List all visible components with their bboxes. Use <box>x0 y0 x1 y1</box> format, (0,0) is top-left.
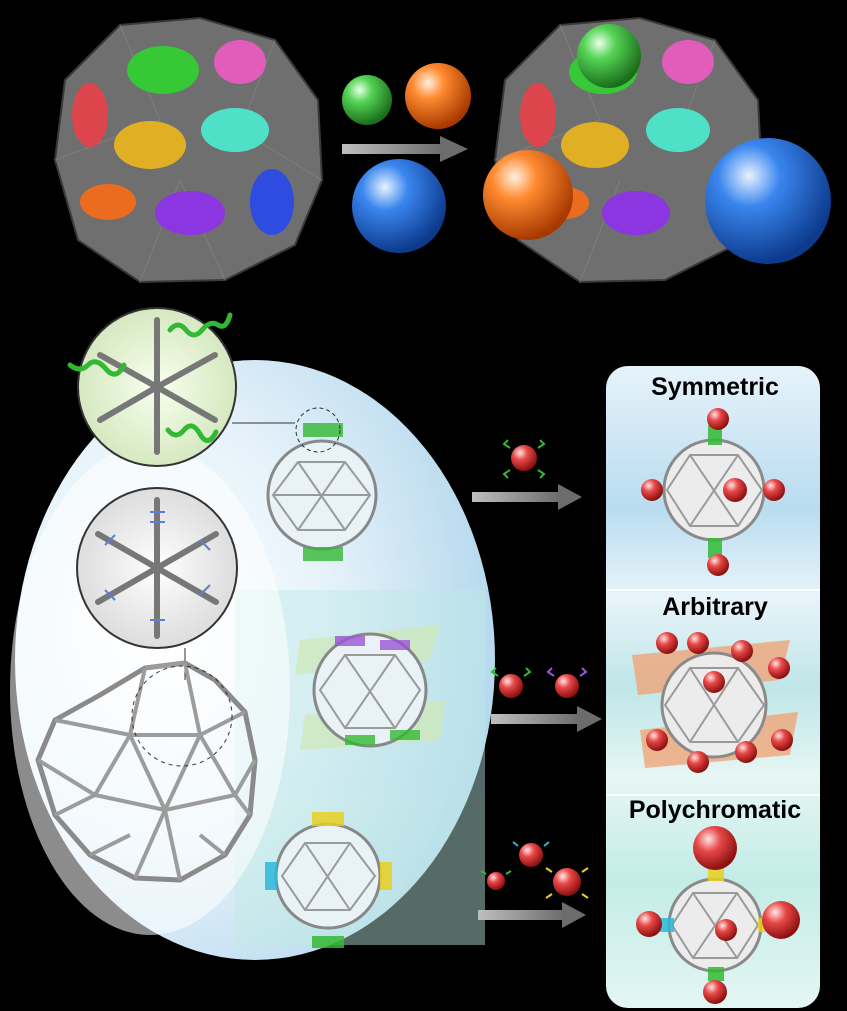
patchy-polyhedron-right <box>483 16 831 284</box>
bound-ball-green <box>577 24 641 88</box>
product-arbitrary <box>632 632 798 773</box>
patch-blue <box>250 169 294 235</box>
label-polychromatic: Polychromatic <box>628 796 802 824</box>
arrow-to-symmetric <box>472 439 582 510</box>
bound-ball-orange <box>483 150 573 240</box>
bound-ball-blue <box>705 138 831 264</box>
patch-purple <box>155 191 225 235</box>
magnifier-ssdna <box>67 307 237 467</box>
ball-blue <box>352 159 446 253</box>
patch-green <box>127 46 199 94</box>
magnifier-scaffold <box>76 487 238 649</box>
wireframe-polyhedron-large <box>35 660 258 883</box>
ball-orange <box>405 63 471 129</box>
product-symmetric <box>641 408 785 576</box>
patch-cyan <box>201 108 269 152</box>
ball-green <box>342 75 392 125</box>
frame-arbitrary-handles <box>295 625 445 750</box>
product-polychromatic <box>636 826 800 1004</box>
patch-red <box>72 83 108 147</box>
patch-magenta <box>214 40 266 84</box>
label-arbitrary: Arbitrary <box>662 593 768 621</box>
frame-symmetric-handles <box>266 407 378 561</box>
patch-orange <box>80 184 136 220</box>
arrow-to-arbitrary <box>490 667 602 732</box>
arrow-top <box>342 136 468 162</box>
frame-polychromatic-handles <box>265 812 392 948</box>
arrow-to-polychromatic <box>478 841 589 928</box>
patch-yellow <box>114 121 186 169</box>
label-symmetric: Symmetric <box>651 373 779 401</box>
patchy-polyhedron-left <box>53 16 324 284</box>
